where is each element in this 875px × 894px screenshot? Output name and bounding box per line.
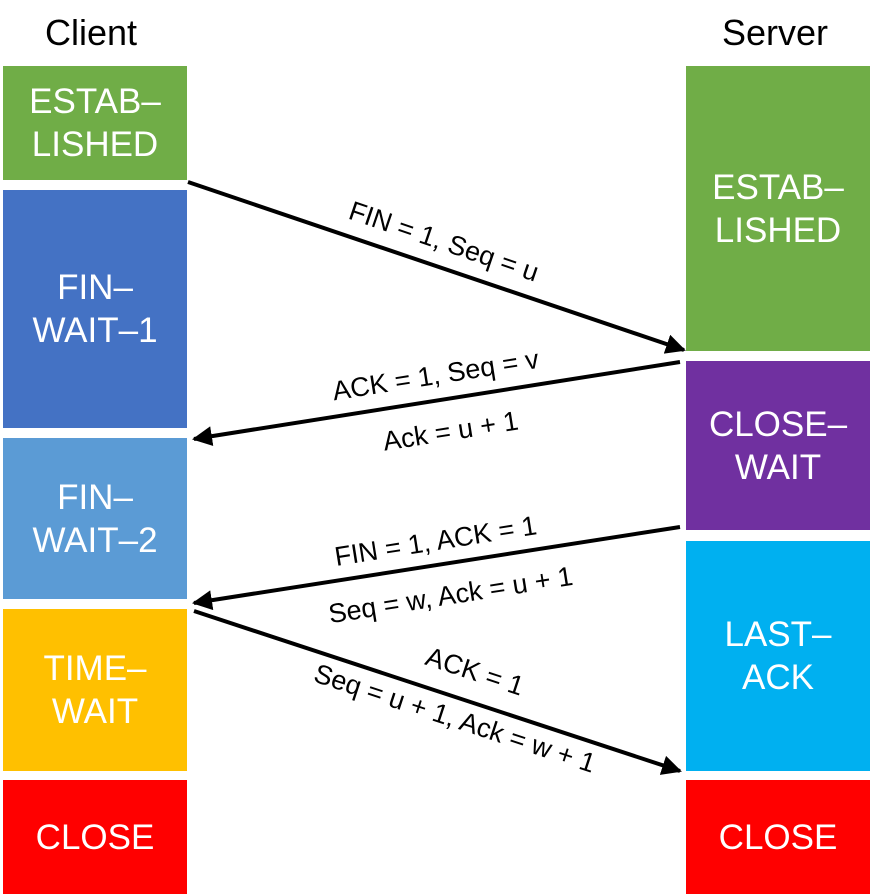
server-state-established-line-2: LISHED [714, 210, 842, 250]
client-state-fin-wait-2: FIN– WAIT–2 [3, 438, 187, 599]
client-state-fin-wait-1-line-1: FIN– [57, 268, 133, 307]
server-state-established-line-1: ESTAB– [712, 167, 844, 207]
server-state-last-ack: LAST– ACK [686, 541, 870, 771]
client-header: Client [45, 12, 138, 53]
client-state-fin-wait-2-line-2: WAIT–2 [32, 520, 158, 560]
message-3-label-below: Seq = w, Ack = u + 1 [326, 561, 575, 629]
message-2-label-below: Ack = u + 1 [381, 406, 521, 457]
client-state-time-wait-line-1: TIME– [43, 649, 147, 688]
server-state-close-wait: CLOSE– WAIT [686, 361, 870, 530]
client-state-fin-wait-1: FIN– WAIT–1 [3, 190, 187, 428]
server-state-close-wait-line-1: CLOSE– [708, 404, 848, 444]
server-state-last-ack-line-1: LAST– [724, 615, 832, 654]
message-4-label-below: Seq = u + 1, Ack = w + 1 [310, 658, 599, 778]
client-state-established-line-1: ESTAB– [29, 82, 161, 121]
client-state-fin-wait-1-line-2: WAIT–1 [32, 311, 158, 350]
server-header: Server [722, 12, 829, 53]
message-2-label-above: ACK = 1, Seq = v [330, 344, 541, 406]
server-state-close: CLOSE [686, 780, 870, 894]
server-state-close-line-1: CLOSE [718, 817, 838, 857]
message-4-arrow [193, 609, 682, 775]
client-state-close: CLOSE [3, 780, 187, 894]
client-state-fin-wait-2-line-1: FIN– [57, 477, 133, 517]
server-state-last-ack-line-2: ACK [742, 658, 814, 697]
message-4-label-above: ACK = 1 [422, 641, 528, 701]
server-state-close-wait-line-2: WAIT [734, 447, 822, 487]
message-1-label-above: FIN = 1, Seq = u [345, 196, 542, 288]
message-3-label-above: FIN = 1, ACK = 1 [332, 510, 538, 572]
message-1-arrow [187, 180, 686, 354]
client-state-close-line-1: CLOSE [35, 817, 155, 857]
client-state-time-wait-line-2: WAIT [51, 692, 139, 731]
client-state-established: ESTAB– LISHED [3, 66, 187, 180]
message-3-arrow [192, 525, 681, 611]
client-state-time-wait: TIME– WAIT [3, 609, 187, 771]
server-state-established: ESTAB– LISHED [686, 66, 870, 351]
client-state-established-line-2: LISHED [31, 125, 159, 164]
message-2-arrow [192, 360, 681, 447]
